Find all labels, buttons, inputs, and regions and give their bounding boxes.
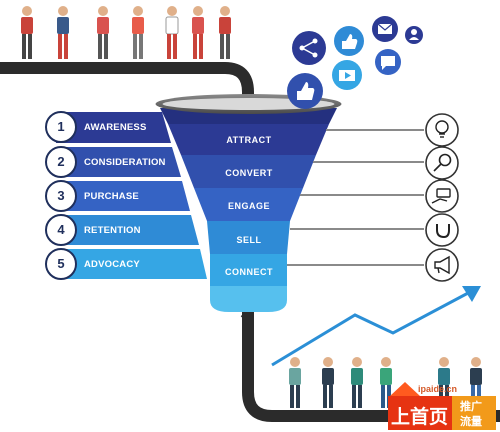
step-label-retention: RETENTION (84, 225, 141, 236)
person-figure (132, 6, 144, 59)
track-path (0, 62, 500, 422)
share-icon (292, 31, 326, 65)
magnifier-icon (433, 153, 452, 172)
person-figure (57, 6, 69, 59)
person-figure (289, 357, 301, 408)
person-figure (322, 357, 334, 408)
person-figure (165, 6, 179, 59)
watermark-badge (388, 382, 496, 430)
funnel-stage-sell: SELL (236, 235, 262, 245)
money-hand-icon (431, 188, 451, 204)
step-number: 4 (57, 222, 65, 237)
step-bars (56, 112, 207, 279)
thumbs-up-icon (334, 26, 364, 56)
person-figure (97, 6, 109, 59)
top-people-group (21, 6, 231, 59)
funnel-stage-connect: CONNECT (225, 267, 273, 277)
megaphone-icon (434, 255, 450, 275)
funnel-stage-attract: ATTRACT (226, 135, 272, 145)
person-figure (21, 6, 33, 59)
step-number-circles (45, 111, 77, 280)
step-label-consideration: CONSIDERATION (84, 157, 166, 168)
watermark-side-top: 推广 (460, 401, 482, 413)
step-number: 5 (57, 256, 65, 271)
watermark-side-bottom: 流量 (460, 416, 482, 428)
magnet-icon (436, 224, 450, 239)
step-number: 2 (57, 154, 65, 169)
like-icon (287, 73, 323, 109)
person-figure (351, 357, 363, 408)
funnel-stage-engage: ENGAGE (227, 201, 270, 211)
growth-arrow (271, 286, 481, 367)
chat-icon (375, 49, 401, 75)
step-label-purchase: PURCHASE (84, 191, 139, 202)
video-icon (332, 60, 362, 90)
user-icon (405, 26, 423, 44)
lightbulb-icon (435, 120, 449, 138)
step-label-advocacy: ADVOCACY (84, 259, 140, 270)
step-number: 3 (57, 188, 65, 203)
funnel-stage-convert: CONVERT (225, 168, 273, 178)
person-figure (192, 6, 204, 59)
watermark-site: ipaide.cn (418, 384, 458, 394)
watermark-main: 上首页 (391, 407, 449, 428)
mail-icon (372, 16, 398, 42)
person-figure (219, 6, 231, 59)
step-label-awareness: AWARENESS (84, 122, 147, 133)
step-number: 1 (57, 119, 65, 134)
connector-lines (287, 129, 424, 266)
